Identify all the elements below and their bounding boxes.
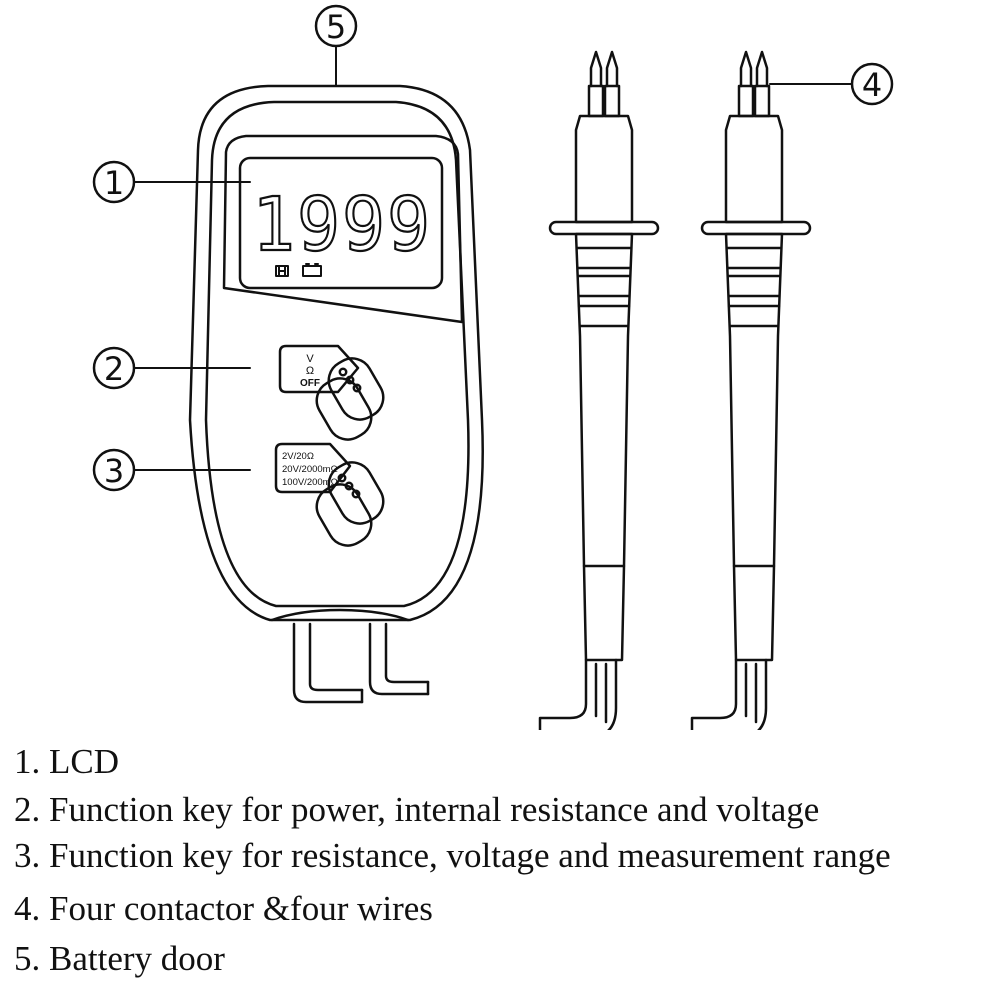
callout-2-circle: [92, 346, 136, 390]
callout-4-number: 4: [862, 66, 882, 104]
device-diagram: 1 2 3 5 4 1999 V Ω OFF 2V/20Ω 20V/2000mΩ…: [92, 4, 894, 730]
function-key-range[interactable]: [274, 442, 391, 553]
key1-label-ohm: Ω: [306, 365, 314, 377]
lcd-panel: [222, 134, 464, 324]
battery-icon: [302, 263, 322, 277]
legend-item-2-number: 2.: [14, 790, 41, 829]
legend-item-2-text: Function key for power, internal resista…: [49, 790, 820, 829]
callout-3-number: 3: [104, 452, 124, 490]
legend-item-3: 3. Function key for resistance, voltage …: [14, 836, 891, 876]
callout-4-circle: [850, 62, 894, 106]
legend-item-4-number: 4.: [14, 889, 41, 928]
meter-wires: [292, 622, 430, 704]
meter-body: [188, 84, 484, 622]
key2-label-range-3: 100V/200mΩ: [282, 477, 338, 488]
test-probe-left: [538, 50, 660, 730]
legend-item-4-text: Four contactor &four wires: [49, 889, 433, 928]
callout-3-circle: [92, 448, 136, 492]
hold-icon: [275, 265, 289, 277]
legend-item-5-text: Battery door: [49, 939, 225, 978]
function-key-power[interactable]: [278, 344, 391, 447]
callout-2-number: 2: [104, 350, 124, 388]
lcd-reading: 1999: [252, 182, 432, 268]
legend-item-4: 4. Four contactor &four wires: [14, 889, 433, 929]
legend-item-2: 2. Function key for power, internal resi…: [14, 790, 819, 830]
key2-label-range-1: 2V/20Ω: [282, 451, 314, 462]
callout-1-number: 1: [104, 164, 124, 202]
legend-item-3-text: Function key for resistance, voltage and…: [49, 836, 891, 875]
legend-item-5: 5. Battery door: [14, 939, 225, 979]
callout-5-circle: [314, 4, 358, 48]
legend-item-3-number: 3.: [14, 836, 41, 875]
legend-item-1-number: 1.: [14, 742, 41, 781]
callout-5-number: 5: [326, 8, 346, 46]
legend-item-1: 1. LCD: [14, 742, 119, 782]
key1-label-off: OFF: [300, 378, 320, 389]
callout-leaders: [133, 45, 853, 471]
key1-label-v: V: [306, 353, 314, 365]
legend-item-1-text: LCD: [49, 742, 119, 781]
legend-item-5-number: 5.: [14, 939, 41, 978]
key2-label-range-2: 20V/2000mΩ: [282, 464, 338, 475]
callout-1-circle: [92, 160, 136, 204]
test-probe-right: [690, 50, 812, 730]
